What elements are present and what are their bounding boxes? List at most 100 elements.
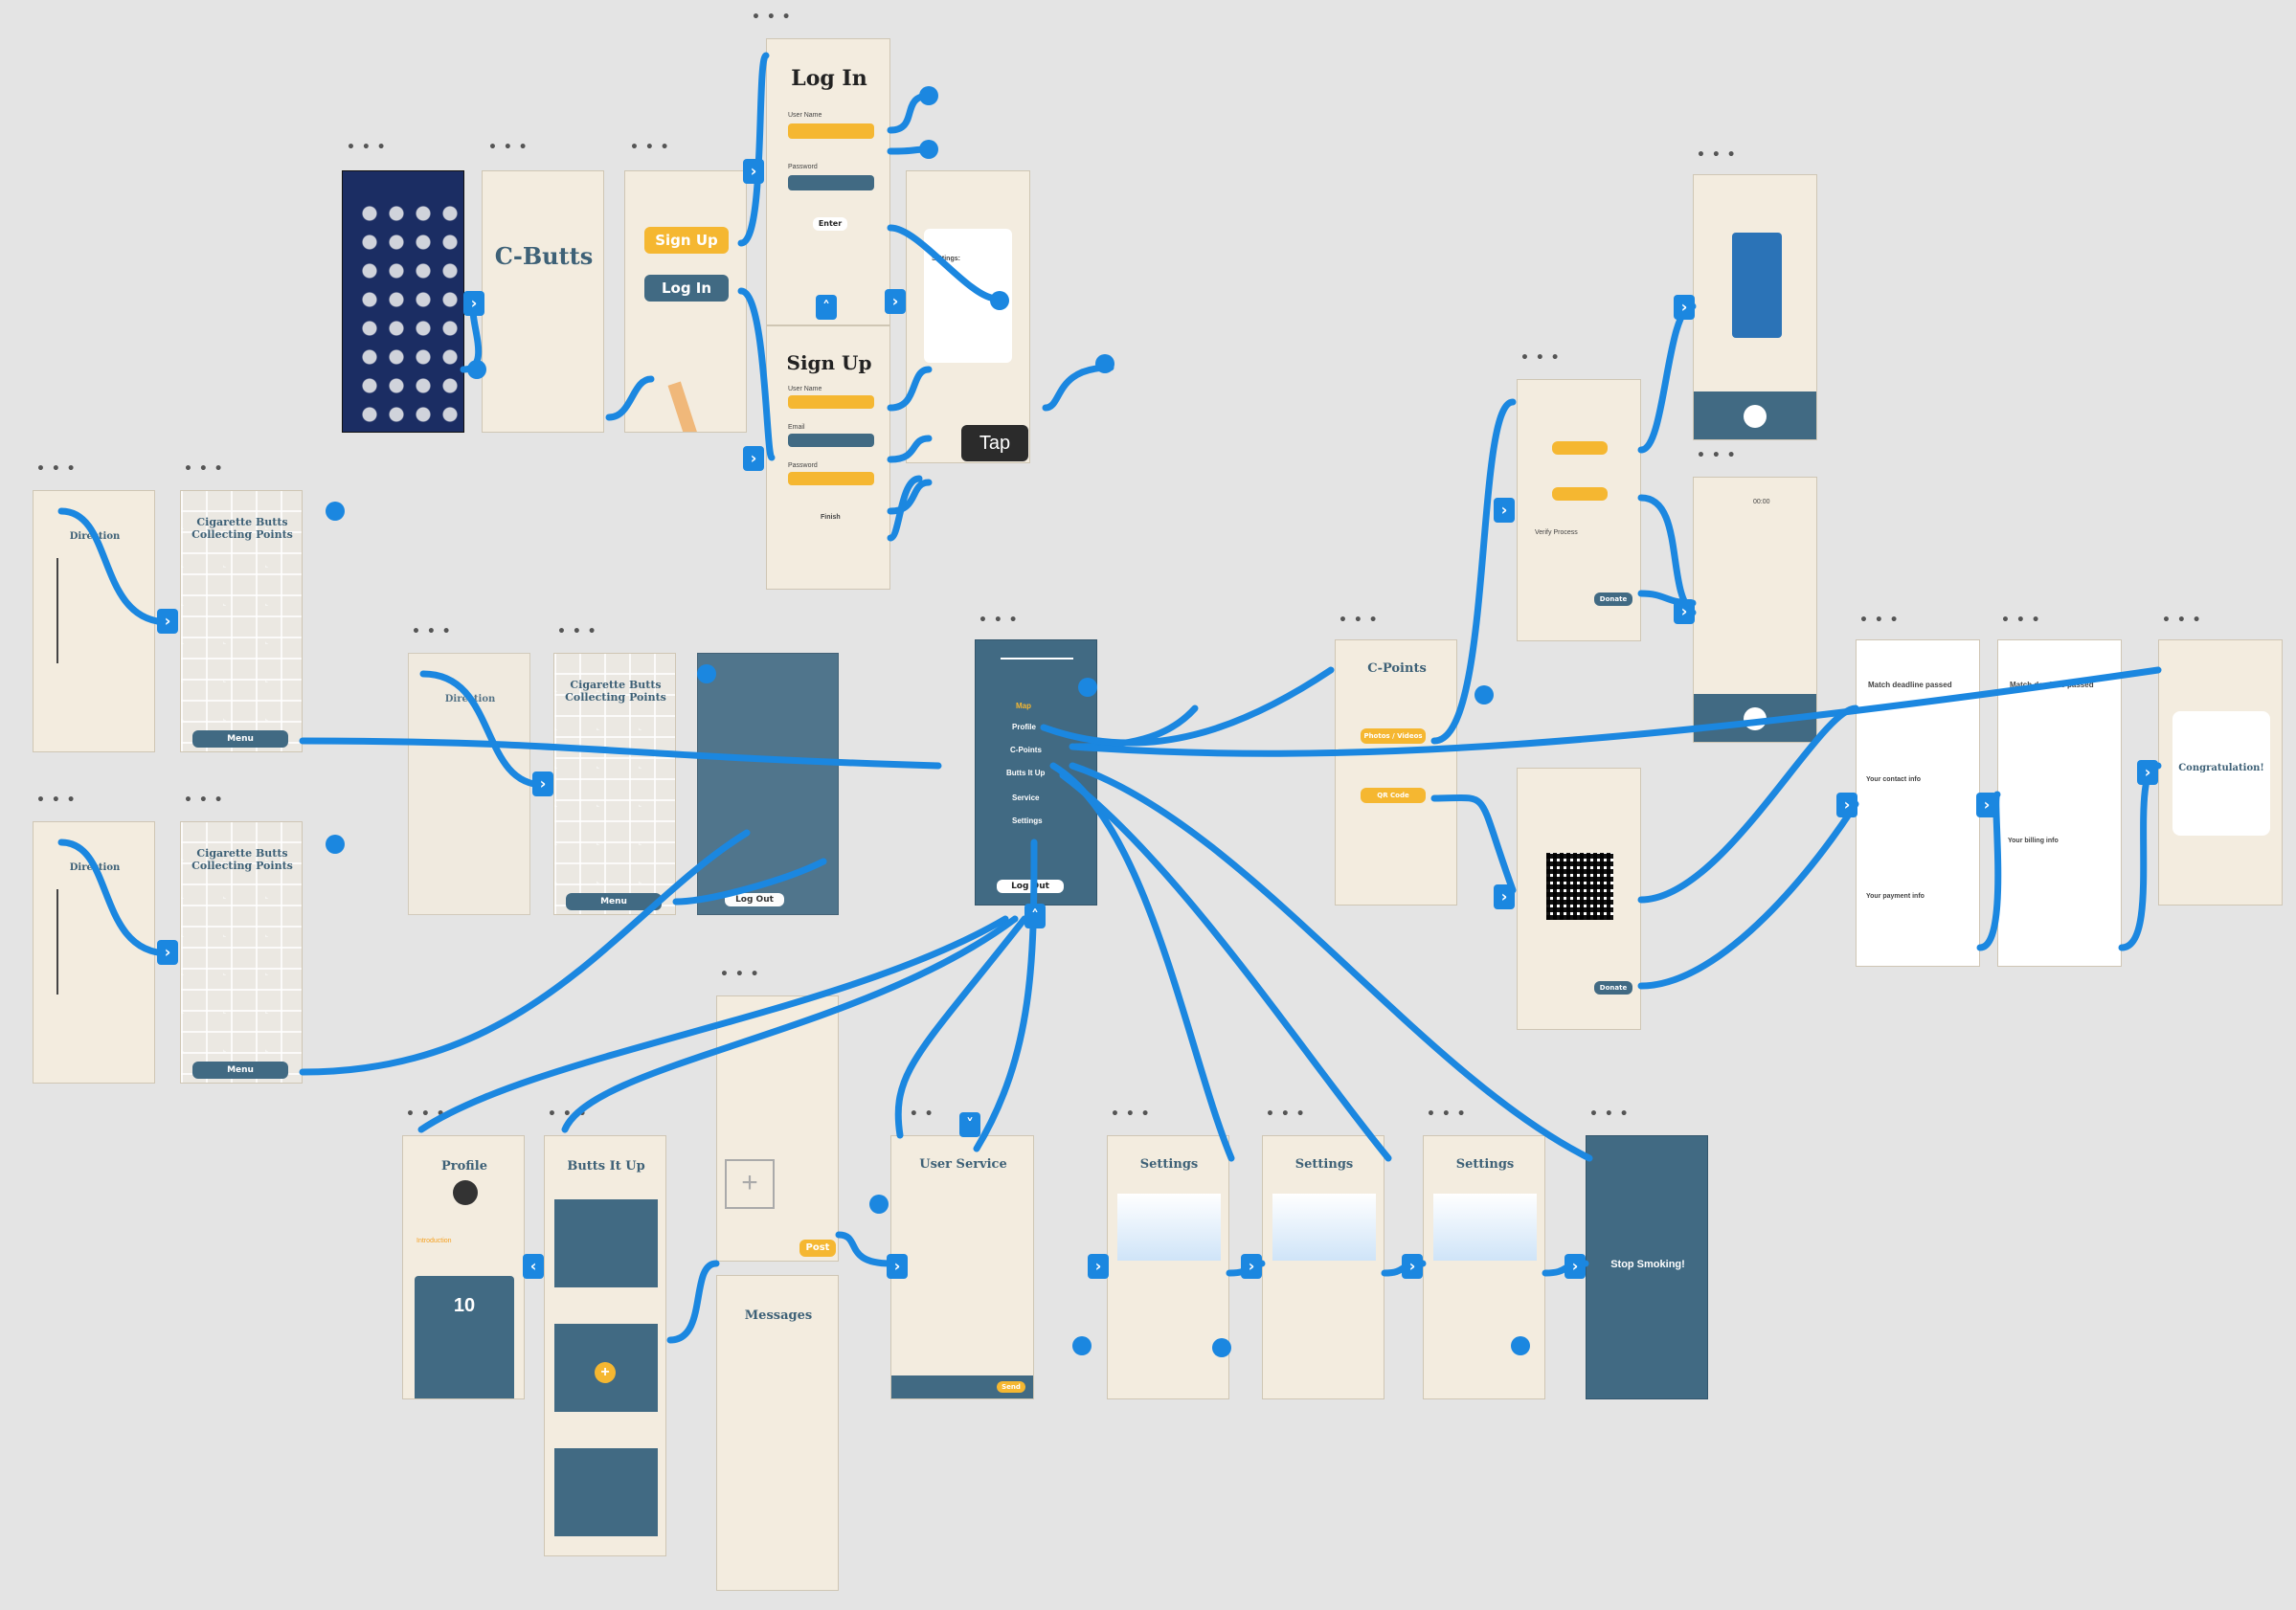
upload-button-1[interactable]	[1552, 441, 1608, 455]
checkout-screen-2: Match deadline passed Your billing info	[1997, 639, 2122, 967]
chevron-right-icon[interactable]: ›	[1402, 1254, 1423, 1279]
wire-handle[interactable]	[1072, 1336, 1092, 1355]
wire-handle[interactable]	[1511, 1336, 1530, 1355]
signup-user-field[interactable]	[788, 395, 874, 409]
wire-handle[interactable]	[990, 291, 1009, 310]
wire-handle[interactable]	[326, 502, 345, 521]
menu-button[interactable]: Menu	[192, 1062, 288, 1079]
wire-handle[interactable]	[1095, 354, 1114, 373]
chevron-right-icon[interactable]: ›	[1494, 498, 1515, 523]
messages-title: Messages	[744, 1308, 813, 1323]
wire-handle[interactable]	[467, 360, 486, 379]
username-field[interactable]	[788, 123, 874, 139]
menu-item-service[interactable]: Service	[1012, 794, 1040, 802]
signup-title: Sign Up	[786, 351, 872, 374]
settings-screen-2: Settings	[1262, 1135, 1384, 1399]
settings-title: Settings	[1455, 1157, 1515, 1172]
wire-handle[interactable]	[919, 140, 938, 159]
signup-password-field[interactable]	[788, 472, 874, 485]
avatar	[453, 1180, 478, 1205]
chevron-right-icon[interactable]: ›	[1836, 793, 1857, 817]
profile-screen: Profile Introduction 10	[402, 1135, 525, 1399]
chevron-right-icon[interactable]: ›	[2137, 760, 2158, 785]
wire-handle[interactable]	[1078, 678, 1097, 697]
menu-divider	[1001, 658, 1073, 660]
logout-button[interactable]: Log Out	[997, 880, 1064, 893]
points-screen-2: Cigarette Butts Collecting Points Menu	[180, 821, 303, 1084]
settings-title: Settings	[1294, 1157, 1354, 1172]
send-button[interactable]: Send	[997, 1381, 1025, 1393]
menu-item-map[interactable]: Map	[1016, 702, 1031, 710]
chevron-right-icon[interactable]: ›	[463, 291, 484, 316]
camera-bar	[1694, 391, 1816, 439]
wire-handle[interactable]	[869, 1195, 889, 1214]
menu-button[interactable]: Menu	[192, 730, 288, 748]
password-field[interactable]	[788, 175, 874, 190]
chevron-right-icon[interactable]: ›	[1564, 1254, 1586, 1279]
feed-card-3	[554, 1448, 658, 1536]
qr-screen: Donate	[1517, 768, 1641, 1030]
chevron-right-icon[interactable]: ›	[1494, 884, 1515, 909]
logout-button[interactable]: Log Out	[725, 893, 784, 906]
chevron-right-icon[interactable]: ›	[743, 446, 764, 471]
chevron-right-icon[interactable]: ›	[1674, 599, 1695, 624]
finish-button[interactable]: Finish	[821, 514, 841, 521]
chevron-right-icon[interactable]: ›	[1088, 1254, 1109, 1279]
chevron-right-icon[interactable]: ›	[1976, 793, 1997, 817]
butts-it-up-title: Butts It Up	[567, 1159, 645, 1174]
points-screen-1: Cigarette Butts Collecting Points Menu	[180, 490, 303, 752]
checkout-title: Match deadline passed	[1868, 681, 1952, 689]
wire-handle[interactable]	[919, 86, 938, 105]
cpoints-screen: C-Points Photos / Videos QR Code	[1335, 639, 1457, 906]
stats-card: 10	[415, 1276, 514, 1398]
menu-item-cpoints[interactable]: C-Points	[1010, 746, 1042, 754]
donate-button[interactable]: Donate	[1594, 593, 1632, 606]
add-photo-box[interactable]: +	[725, 1159, 775, 1209]
congrats-screen: Congratulation!	[2158, 639, 2283, 906]
stop-smoking-screen: Stop Smoking!	[1586, 1135, 1708, 1399]
chevron-right-icon[interactable]: ›	[157, 609, 178, 634]
chevron-right-icon[interactable]: ›	[532, 771, 553, 796]
cpoints-title: C-Points	[1367, 661, 1427, 676]
chevron-down-icon[interactable]: ˅	[959, 1112, 980, 1137]
photos-videos-button[interactable]: Photos / Videos	[1361, 728, 1426, 744]
add-post-icon[interactable]: +	[595, 1362, 616, 1383]
login-button[interactable]: Log In	[644, 275, 729, 302]
menu-item-profile[interactable]: Profile	[1012, 723, 1036, 731]
chat-input-bar[interactable]: Send	[891, 1375, 1033, 1398]
contact-heading: Your contact info	[1866, 776, 1922, 783]
menu-item-butts-it-up[interactable]: Butts It Up	[1006, 769, 1046, 777]
menu-button[interactable]: Menu	[566, 893, 662, 910]
points-title: Cigarette Butts Collecting Points	[191, 516, 293, 541]
chevron-up-icon[interactable]: ˄	[816, 295, 837, 320]
wire-handle[interactable]	[326, 835, 345, 854]
donate-button[interactable]: Donate	[1594, 981, 1632, 995]
wire-handle[interactable]	[1212, 1338, 1231, 1357]
chevron-up-icon[interactable]: ˄	[1024, 904, 1046, 928]
verify-process-label: Verify Process	[1535, 529, 1578, 536]
chevron-right-icon[interactable]: ›	[885, 289, 906, 314]
chevron-left-icon[interactable]: ‹	[523, 1254, 544, 1279]
wire-handle[interactable]	[697, 664, 716, 683]
enter-button[interactable]: Enter	[813, 217, 847, 231]
chevron-right-icon[interactable]: ›	[1674, 295, 1695, 320]
signup-email-field[interactable]	[788, 434, 874, 447]
chevron-right-icon[interactable]: ›	[157, 940, 178, 965]
user-service-screen: User Service Send	[890, 1135, 1034, 1399]
qr-code	[1546, 853, 1613, 920]
menu-screen-1: Log Out	[697, 653, 839, 915]
wire-handle[interactable]	[1474, 685, 1494, 704]
signup-button[interactable]: Sign Up	[644, 227, 729, 254]
qr-code-button[interactable]: QR Code	[1361, 788, 1426, 803]
butts-it-up-screen: Butts It Up +	[544, 1135, 666, 1556]
butts-count: 10	[453, 1295, 476, 1316]
chevron-right-icon[interactable]: ›	[1241, 1254, 1262, 1279]
chevron-right-icon[interactable]: ›	[743, 159, 764, 184]
post-button[interactable]: Post	[799, 1240, 836, 1257]
shutter-button[interactable]	[1744, 405, 1767, 428]
upload-button-2[interactable]	[1552, 487, 1608, 501]
menu-item-settings[interactable]: Settings	[1012, 816, 1043, 825]
settings-popup-screen: Settings:	[906, 170, 1030, 463]
congrats-title: Congratulation!	[2178, 763, 2264, 773]
chevron-right-icon[interactable]: ›	[887, 1254, 908, 1279]
